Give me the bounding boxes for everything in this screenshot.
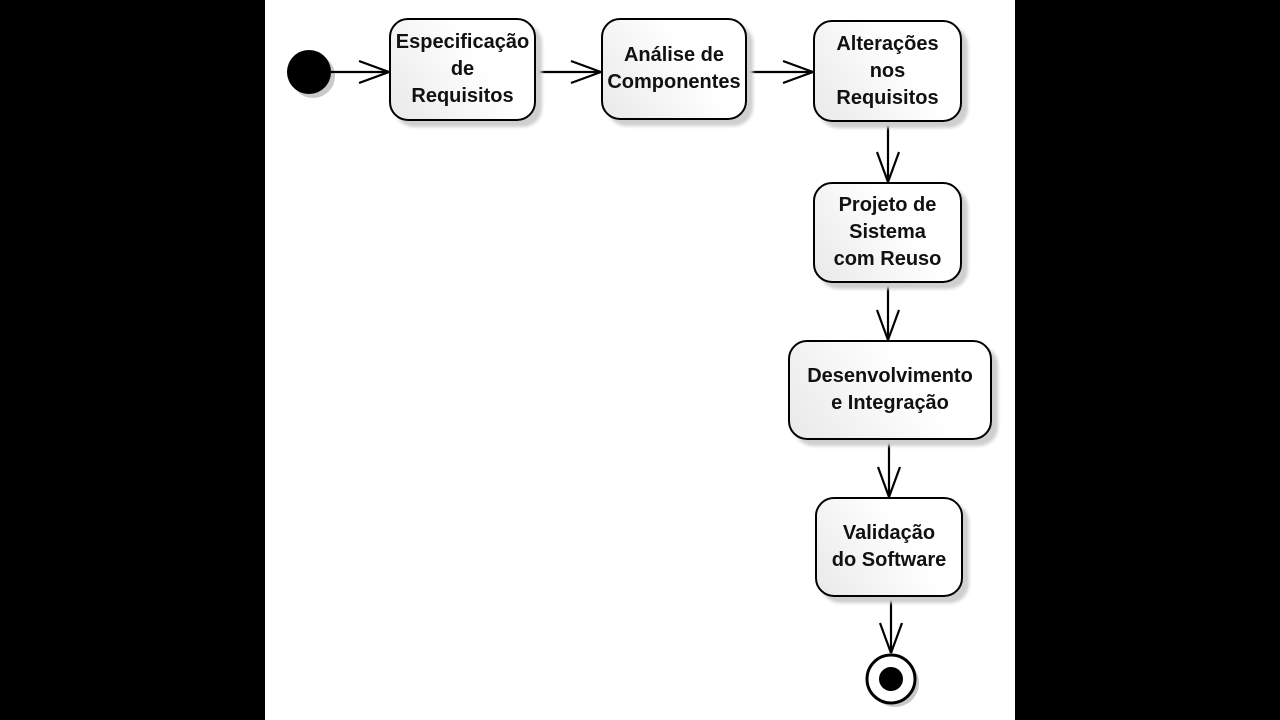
arrow-projeto-to-desenvolvimento bbox=[875, 283, 901, 341]
activity-label-line: Requisitos bbox=[836, 86, 939, 109]
activity-label-line: de bbox=[450, 58, 475, 80]
activity-validacao-do-software: Validação do Software bbox=[815, 497, 963, 597]
activity-label-line: nos bbox=[869, 59, 906, 82]
diagram-stage: Especificação de Requisitos Análise de C… bbox=[265, 0, 1015, 720]
activity-label-line: e Integração bbox=[831, 392, 949, 414]
activity-label-line: Análise de bbox=[623, 44, 725, 66]
arrow-validacao-to-end bbox=[878, 597, 904, 654]
activity-label-line: com Reuso bbox=[833, 248, 942, 270]
activity-desenvolvimento-e-integracao: Desenvolvimento e Integração bbox=[788, 340, 992, 440]
diagram-connectors bbox=[287, 50, 919, 707]
activity-label-line: do Software bbox=[831, 549, 947, 571]
activity-alteracoes-nos-requisitos: Alterações nos Requisitos bbox=[813, 20, 962, 122]
initial-node bbox=[287, 50, 331, 94]
arrow-alteracoes-to-projeto bbox=[875, 122, 901, 183]
activity-label-line: Validação bbox=[842, 522, 936, 544]
activity-analise-de-componentes: Análise de Componentes bbox=[601, 18, 747, 120]
arrow-start-to-especificacao bbox=[331, 59, 390, 85]
activity-label-line: Projeto de bbox=[838, 194, 937, 216]
arrow-analise-to-alteracoes bbox=[747, 59, 814, 85]
activity-label-line: Especificação bbox=[395, 31, 530, 53]
final-node-inner bbox=[879, 667, 903, 691]
arrow-especificacao-to-analise bbox=[536, 59, 602, 85]
activity-label-line: Alterações bbox=[836, 32, 939, 55]
arrow-desenvolvimento-to-validacao bbox=[876, 440, 902, 498]
activity-label-line: Desenvolvimento bbox=[807, 365, 973, 387]
activity-label-line: Componentes bbox=[607, 71, 741, 93]
activity-projeto-de-sistema-com-reuso: Projeto de Sistema com Reuso bbox=[813, 182, 962, 283]
activity-especificacao-de-requisitos: Especificação de Requisitos bbox=[389, 18, 536, 121]
activity-label-line: Requisitos bbox=[411, 85, 514, 107]
activity-label-line: Sistema bbox=[849, 221, 926, 243]
